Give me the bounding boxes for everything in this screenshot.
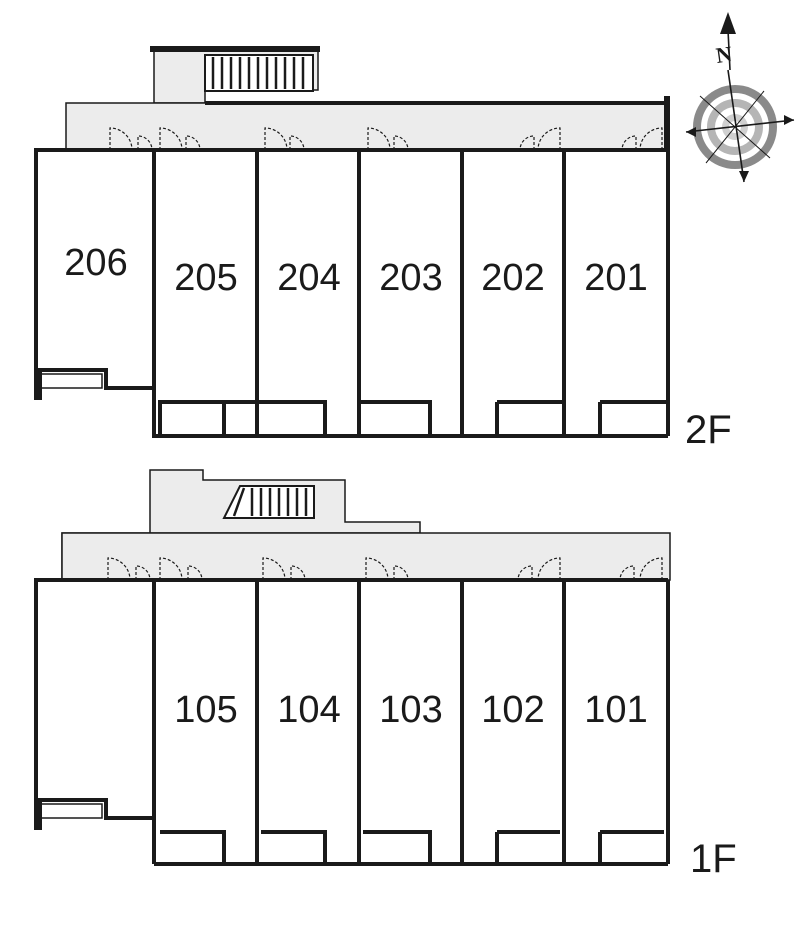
compass-north-label: N — [714, 41, 733, 68]
room-number: 201 — [584, 257, 647, 299]
floor-label: 1F — [690, 837, 737, 881]
room-number: 102 — [481, 689, 544, 731]
floor-label: 2F — [685, 408, 732, 452]
room-number: 101 — [584, 689, 647, 731]
room-number: 204 — [277, 257, 340, 299]
door-icons-2f — [109, 127, 663, 151]
floor-1f: 105 104 103 102 101 1F — [34, 469, 737, 881]
room-number: 103 — [379, 689, 442, 731]
floor-2f: 206 205 204 203 202 201 2F — [34, 46, 732, 452]
stairs-icon — [204, 54, 314, 92]
room-number: 203 — [379, 257, 442, 299]
room-number: 104 — [277, 689, 340, 731]
stairs-icon — [222, 485, 315, 519]
room-number: 206 — [64, 242, 127, 284]
compass-icon: N — [685, 12, 795, 183]
room-number: 205 — [174, 257, 237, 299]
room-number: 105 — [174, 689, 237, 731]
door-icons-1f — [107, 557, 663, 581]
room-number: 202 — [481, 257, 544, 299]
